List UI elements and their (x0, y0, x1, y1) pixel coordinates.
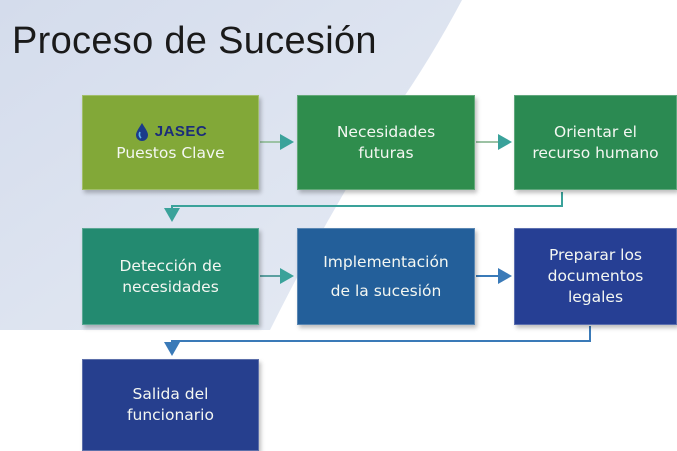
step-implementacion-sucesion: Implementación de la sucesión (297, 228, 475, 325)
step-label-line: recurso humano (532, 143, 659, 162)
page-title: Proceso de Sucesión (12, 20, 377, 62)
step-label-line: Salida del (132, 385, 209, 403)
step-label-line: futuras (358, 143, 414, 162)
step-label-line: Detección de (119, 256, 222, 275)
arrow-6-7 (164, 326, 591, 356)
water-drop-icon (135, 122, 148, 141)
logo-text: JASEC (154, 123, 208, 140)
step-salida-funcionario: Salida del funcionario (82, 359, 259, 451)
step-label-line: funcionario (127, 406, 214, 424)
step-label-line: Puestos Clave (116, 144, 225, 162)
step-preparar-documentos-legales: Preparar los documentos legales (514, 228, 677, 325)
step-deteccion-necesidades: Detección de necesidades (82, 228, 259, 325)
step-label-line: documentos (547, 267, 644, 285)
step-label-line: Preparar los (548, 246, 642, 264)
arrow-3-4 (164, 192, 563, 222)
step-label-line: legales (567, 288, 624, 306)
step-label-line: Necesidades (336, 122, 436, 141)
step-puestos-clave: JASEC Puestos Clave (82, 95, 259, 190)
step-label-line: Orientar el (554, 122, 637, 141)
step-label-line: necesidades (122, 277, 219, 296)
step-label-line: de la sucesión (330, 281, 442, 300)
step-label-line: Implementación (323, 252, 449, 271)
jasec-logo: JASEC (134, 121, 208, 142)
step-necesidades-futuras: Necesidades futuras (297, 95, 475, 190)
step-orientar-recurso-humano: Orientar el recurso humano (514, 95, 677, 190)
